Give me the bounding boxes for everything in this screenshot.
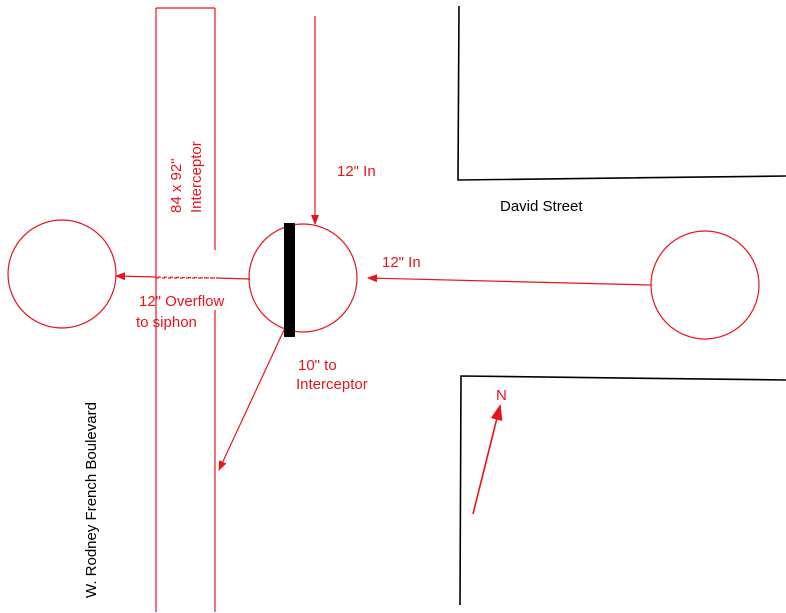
north-label: N [496, 387, 507, 404]
interceptor-size-label: 84 x 92" [168, 158, 185, 213]
to-interceptor-arrow [218, 329, 285, 471]
interceptor-pipe [155, 7, 216, 612]
overflow-label-line1: 12" Overflow [139, 293, 225, 310]
upstream-manhole [650, 230, 760, 340]
north-arrow-icon [472, 404, 503, 515]
overflow-label-line2: to siphon [136, 314, 197, 331]
to-interceptor-label-line1: 10" to [298, 357, 337, 374]
siphon-manhole [7, 219, 117, 329]
street-name-rodney-french: W. Rodney French Boulevard [83, 402, 100, 598]
regulator-manhole [248, 223, 358, 333]
inflow-east-label: 12" In [382, 254, 421, 271]
interceptor-name-label: Interceptor [188, 141, 205, 213]
overflow-arrow [115, 272, 157, 281]
inflow-east-arrow [367, 274, 652, 286]
street-name-david: David Street [500, 198, 583, 215]
weir-wall [284, 223, 295, 337]
inflow-north-label: 12" In [337, 163, 376, 180]
to-interceptor-label-line2: Interceptor [296, 376, 368, 393]
street-corner-south [459, 375, 786, 606]
street-corner-north [457, 5, 786, 181]
